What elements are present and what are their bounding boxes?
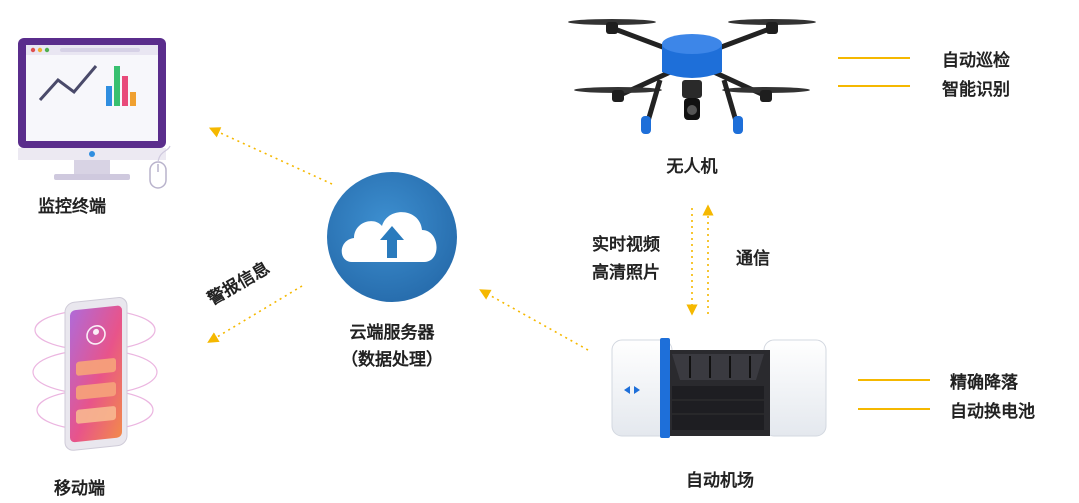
downlink-label-line1: 实时视频 — [592, 235, 660, 255]
mobile-icon — [32, 297, 158, 451]
downlink-label-line2: 高清照片 — [592, 263, 660, 283]
cloud-label-line1: 云端服务器 — [349, 323, 435, 343]
cloud-server-icon — [327, 172, 457, 302]
drone-feature-2: 智能识别 — [942, 80, 1010, 100]
drone-feature-1: 自动巡检 — [942, 51, 1010, 71]
arrow-dock-to-cloud — [479, 289, 589, 351]
cloud-label-line2: （数据处理） — [341, 350, 443, 370]
monitor-label: 监控终端 — [38, 197, 106, 217]
drone-icon — [568, 19, 816, 134]
dock-feature-2: 自动换电池 — [950, 402, 1035, 422]
drone-label: 无人机 — [666, 157, 718, 177]
arrow-cloud-to-monitor — [208, 127, 333, 185]
mobile-label: 移动端 — [54, 479, 105, 499]
dock-feature-1: 精确降落 — [950, 373, 1018, 393]
monitor-icon — [18, 38, 171, 189]
dock-icon — [611, 338, 827, 438]
uplink-label: 通信 — [736, 249, 770, 269]
dock-label: 自动机场 — [686, 471, 754, 491]
